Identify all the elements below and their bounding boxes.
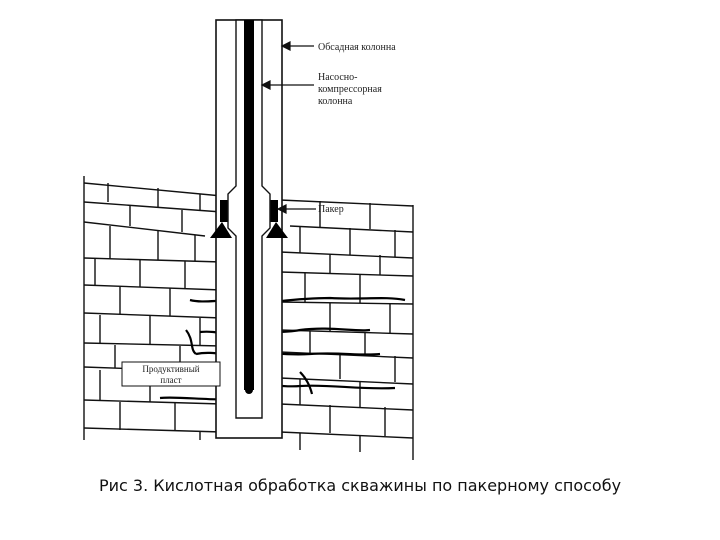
figure-caption: Рис 3. Кислотная обработка скважины по п… xyxy=(98,476,622,495)
formation-label-line1: Продуктивный xyxy=(142,364,199,374)
casing-label: Обсадная колонна xyxy=(318,42,396,53)
formation-label-line2: пласт xyxy=(160,375,181,385)
tubing-label-line3: колонна xyxy=(318,96,353,107)
tubing-label-line2: компрессорная xyxy=(318,84,382,95)
leader-arrows xyxy=(260,41,316,214)
formation-label-box: Продуктивный пласт xyxy=(121,361,221,387)
packer-label: Пакер xyxy=(318,204,344,215)
tubing-label-line1: Насосно- xyxy=(318,72,357,83)
rock-strata xyxy=(83,176,414,460)
acid-flow xyxy=(244,20,254,394)
